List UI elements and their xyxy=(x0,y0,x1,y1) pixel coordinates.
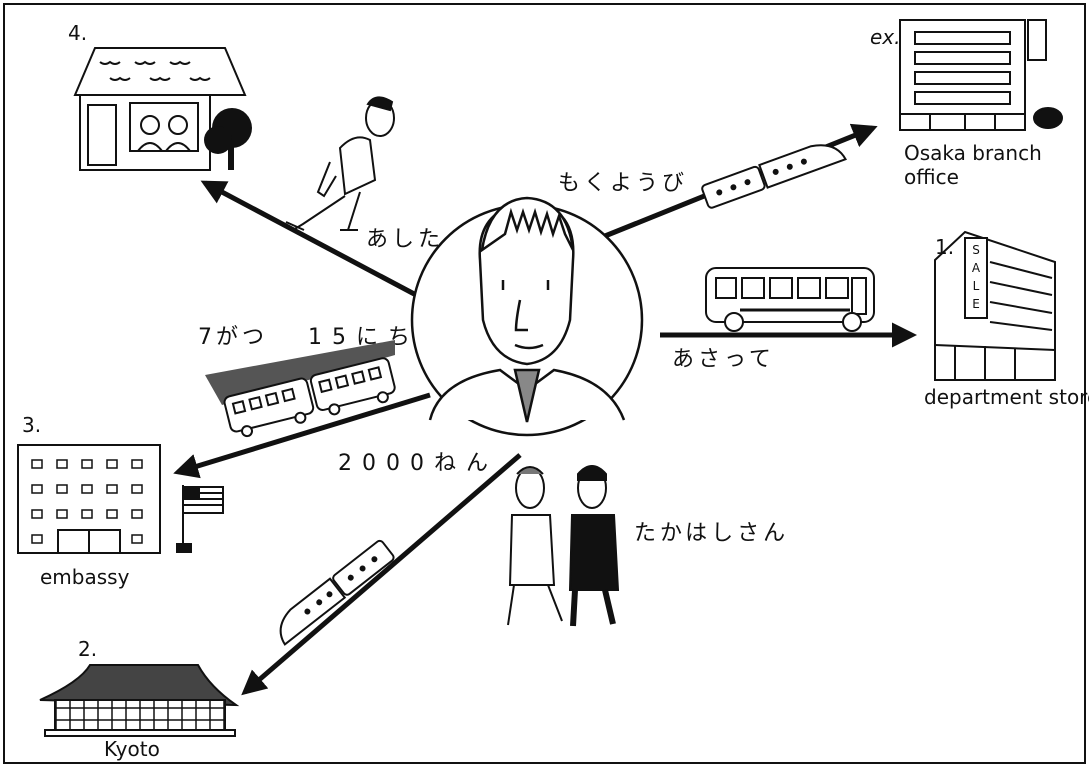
train-icon xyxy=(223,357,396,438)
office-building-icon xyxy=(899,19,1063,131)
ex-marker: ex. xyxy=(870,25,901,49)
flag-icon xyxy=(176,485,224,553)
svg-text:L: L xyxy=(973,279,980,293)
n4-marker: 4. xyxy=(68,21,87,45)
tree-icon xyxy=(204,108,252,170)
walking-man-icon xyxy=(285,96,395,231)
n3-time-day: 15にち xyxy=(308,325,420,350)
arrow-to-kyoto xyxy=(241,453,522,696)
n4-time-label: あした xyxy=(366,227,444,252)
ex-time-label: もくようび xyxy=(558,171,688,196)
n2-place: Kyoto xyxy=(104,737,160,761)
businessman-portrait xyxy=(410,196,644,437)
bus-icon xyxy=(705,267,875,332)
two-walking-men-icon xyxy=(507,465,620,627)
companion-time-label: 2000ねん xyxy=(338,451,498,476)
svg-text:S: S xyxy=(972,243,980,257)
svg-text:A: A xyxy=(972,261,981,275)
bullet-train-icon xyxy=(701,144,848,209)
n3-time-month: 7がつ xyxy=(198,325,268,350)
n1-time-label: あさって xyxy=(672,347,775,372)
ex-place-line2: office xyxy=(904,165,959,189)
n3-marker: 3. xyxy=(22,413,41,437)
bullet-train-icon xyxy=(279,539,395,646)
n1-marker: 1. xyxy=(935,235,954,259)
n3-place: embassy xyxy=(40,565,130,589)
n1-place: department store xyxy=(924,385,1089,409)
arrow-to-embassy xyxy=(173,392,431,479)
companion-name-label: たかはしさん xyxy=(634,521,789,546)
ex-place-line1: Osaka branch xyxy=(904,141,1042,165)
temple-icon xyxy=(39,664,240,737)
train-light-beam xyxy=(205,340,395,405)
department-store-icon: S A L E xyxy=(934,230,1056,381)
arrow-to-house xyxy=(200,180,420,299)
svg-text:E: E xyxy=(972,297,980,311)
embassy-building-icon xyxy=(17,444,161,554)
n2-marker: 2. xyxy=(78,637,97,661)
